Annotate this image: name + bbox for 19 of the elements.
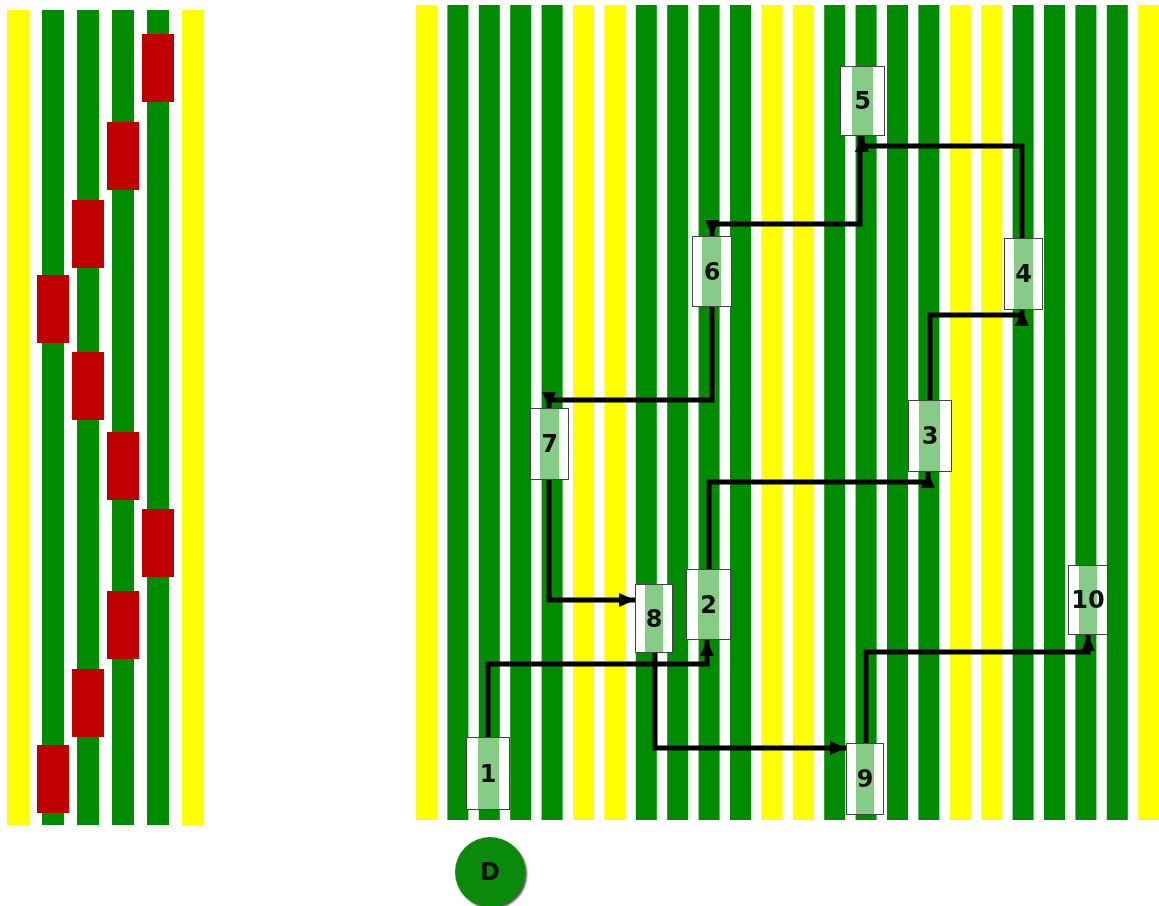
arrow: [546, 480, 635, 607]
arrow: [485, 640, 714, 737]
numbered-marker: 9: [846, 743, 884, 815]
arrow: [705, 136, 863, 236]
numbered-marker: 1: [466, 737, 510, 810]
arrow: [706, 472, 935, 569]
arrow: [927, 310, 1029, 400]
numbered-marker: 4: [1004, 238, 1043, 310]
numbered-marker: 2: [686, 569, 731, 640]
numbered-marker: 8: [635, 584, 673, 653]
numbered-marker: 7: [530, 408, 569, 480]
circle-marker: D: [455, 837, 525, 906]
arrow: [855, 136, 1025, 238]
numbered-marker: 3: [908, 400, 952, 472]
numbered-marker: 6: [692, 236, 732, 307]
numbered-marker: 5: [840, 66, 885, 136]
arrow: [863, 635, 1095, 743]
arrow: [542, 307, 715, 408]
arrow: [652, 653, 846, 755]
